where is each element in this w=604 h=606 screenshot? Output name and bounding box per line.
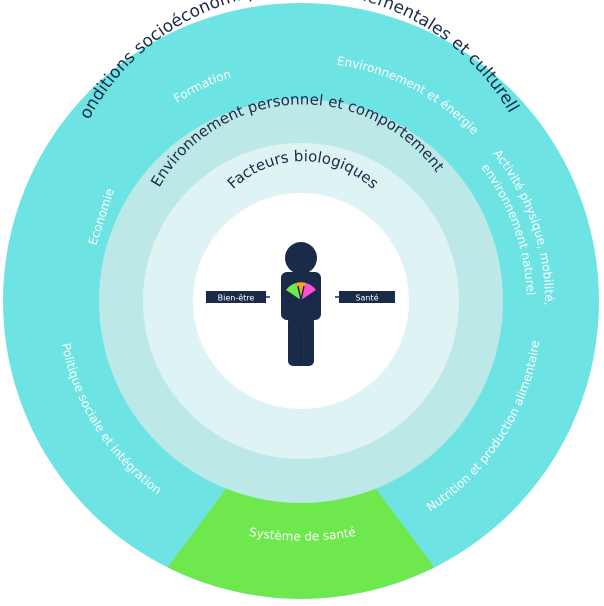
svg-text:Santé: Santé — [355, 293, 378, 303]
health-label: Santé — [335, 291, 395, 303]
sector-health-system[interactable]: Système de santé — [248, 525, 357, 544]
svg-text:Bien-être: Bien-être — [218, 293, 255, 303]
person-icon — [281, 242, 321, 366]
health-system-sector[interactable] — [167, 488, 435, 599]
wellbeing-label: Bien-être — [206, 291, 270, 303]
gauge-icon — [286, 282, 316, 301]
